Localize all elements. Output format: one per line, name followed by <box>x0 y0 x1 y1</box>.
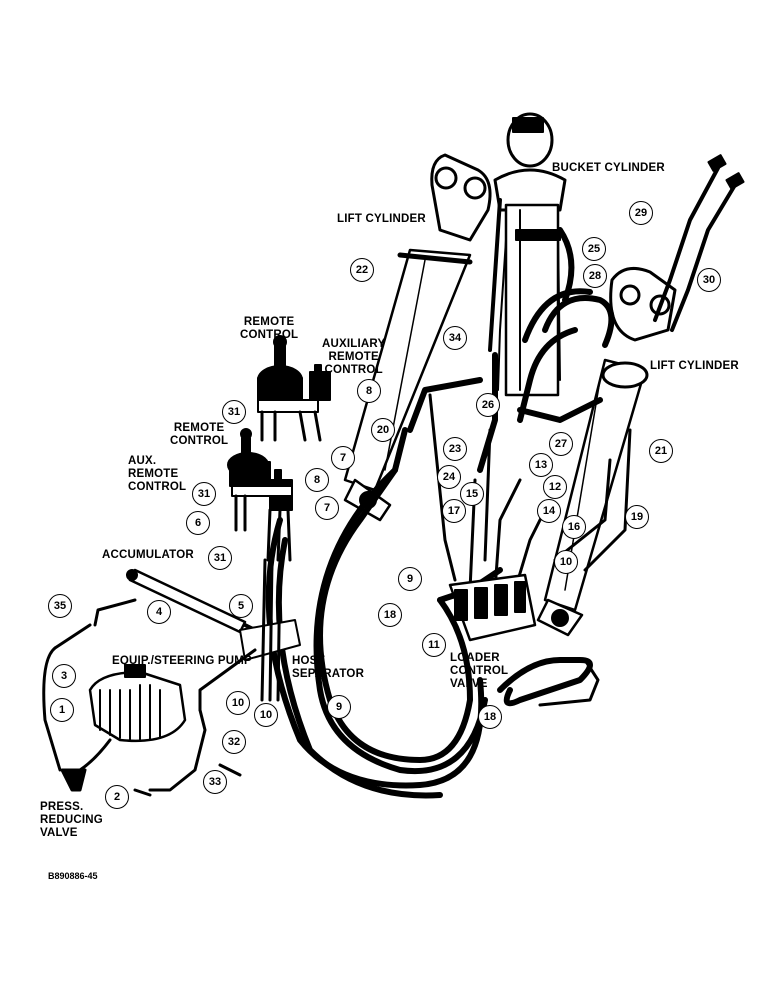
callout-19: 19 <box>625 505 649 529</box>
callout-10a: 10 <box>226 691 250 715</box>
callout-32: 32 <box>222 730 246 754</box>
callout-30: 30 <box>697 268 721 292</box>
label-aux-remote-control-top: AUXILIARY REMOTE CONTROL <box>322 338 386 376</box>
callout-11: 11 <box>422 633 446 657</box>
callout-24: 24 <box>437 465 461 489</box>
label-lift-cylinder-left: LIFT CYLINDER <box>337 213 426 225</box>
callout-29: 29 <box>629 201 653 225</box>
callout-18a: 18 <box>378 603 402 627</box>
label-hose-separator: HOSE SEPARATOR <box>292 655 365 680</box>
callout-7a: 7 <box>331 446 355 470</box>
pump-lines <box>42 598 257 797</box>
callout-1: 1 <box>50 698 74 722</box>
callout-26: 26 <box>476 393 500 417</box>
loader-control-valve <box>448 573 537 642</box>
callout-20: 20 <box>371 418 395 442</box>
callout-33: 33 <box>203 770 227 794</box>
callout-8b: 8 <box>305 468 329 492</box>
rigid-tubes <box>428 393 632 707</box>
callout-10b: 10 <box>254 703 278 727</box>
label-equip-steering-pump: EQUIP./STEERING PUMP <box>112 655 252 667</box>
label-bucket-cylinder: BUCKET CYLINDER <box>552 162 665 174</box>
callout-4: 4 <box>147 600 171 624</box>
label-remote-control-mid: REMOTE CONTROL <box>170 422 229 447</box>
callout-16: 16 <box>562 515 586 539</box>
callout-25: 25 <box>582 237 606 261</box>
callout-27: 27 <box>549 432 573 456</box>
label-aux-remote-control-mid: AUX. REMOTE CONTROL <box>128 455 187 493</box>
callout-8a: 8 <box>357 379 381 403</box>
callout-3: 3 <box>52 664 76 688</box>
callout-31c: 31 <box>208 546 232 570</box>
callout-2: 2 <box>105 785 129 809</box>
callout-9b: 9 <box>327 695 351 719</box>
callout-7b: 7 <box>315 496 339 520</box>
callout-13: 13 <box>529 453 553 477</box>
label-press-reducing-valve: PRESS. REDUCING VALVE <box>40 801 103 839</box>
remote-controls <box>227 335 331 562</box>
bucket-cylinder <box>493 112 567 397</box>
callout-31a: 31 <box>222 400 246 424</box>
callout-9a: 9 <box>398 567 422 591</box>
hose-bundle <box>265 198 615 799</box>
equip-steering-pump <box>88 664 187 742</box>
label-remote-control-top: REMOTE CONTROL <box>240 316 299 341</box>
callout-28: 28 <box>583 264 607 288</box>
tube-29-30 <box>653 154 745 332</box>
callout-15: 15 <box>460 482 484 506</box>
callout-31b: 31 <box>192 482 216 506</box>
callout-5: 5 <box>229 594 253 618</box>
callout-14: 14 <box>537 499 561 523</box>
label-lift-cylinder-right: LIFT CYLINDER <box>650 360 739 372</box>
callout-17: 17 <box>442 499 466 523</box>
callout-10c: 10 <box>554 550 578 574</box>
callout-6: 6 <box>186 511 210 535</box>
label-accumulator: ACCUMULATOR <box>102 549 194 561</box>
callout-21: 21 <box>649 439 673 463</box>
figure-code: B890886-45 <box>48 871 98 881</box>
callout-34: 34 <box>443 326 467 350</box>
callout-23: 23 <box>443 437 467 461</box>
callout-22: 22 <box>350 258 374 282</box>
callout-12: 12 <box>543 475 567 499</box>
label-loader-control-valve: LOADER CONTROL VALVE <box>450 652 509 690</box>
callout-35: 35 <box>48 594 72 618</box>
callout-18b: 18 <box>478 705 502 729</box>
